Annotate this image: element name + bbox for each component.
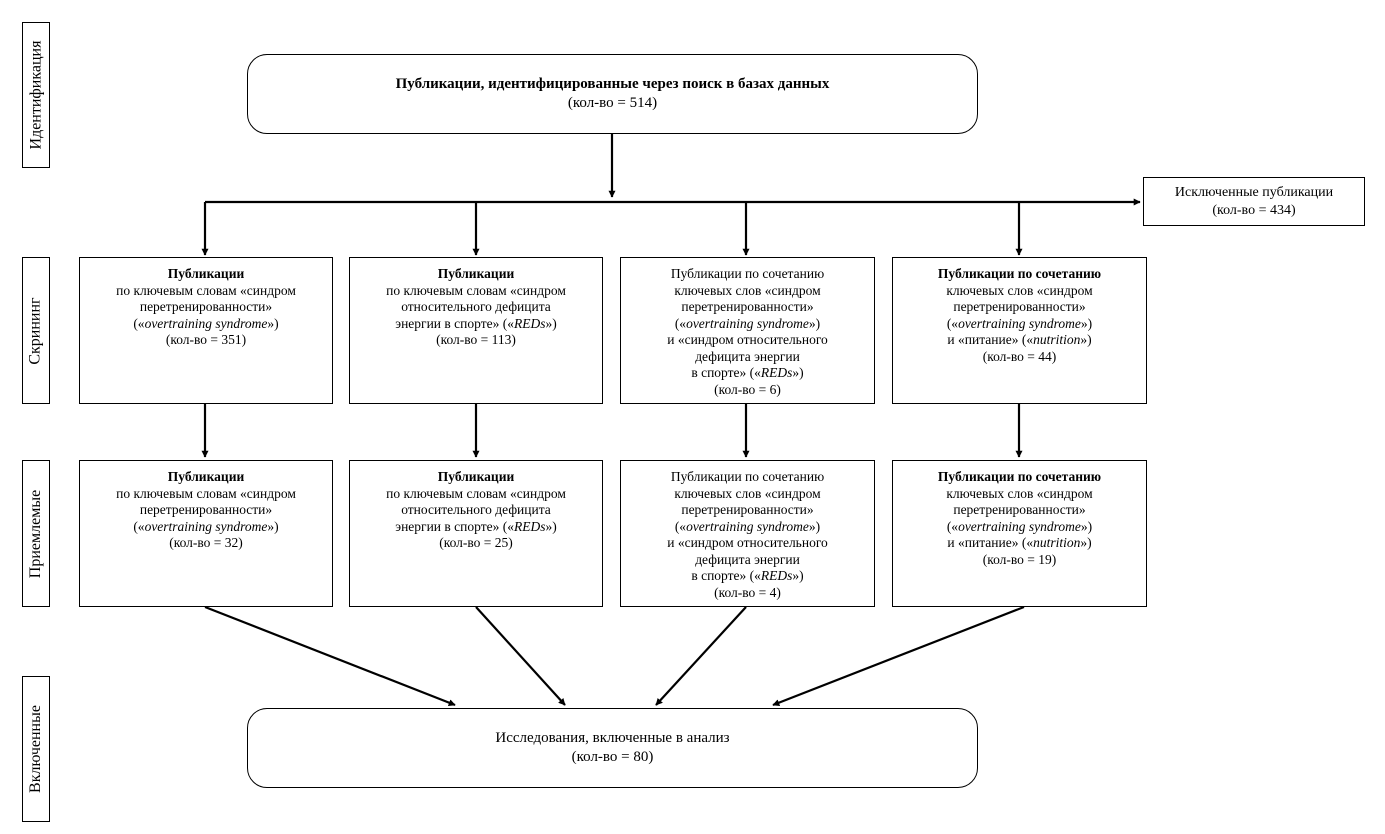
screening-count-3: (кол-во = 6) <box>714 381 781 397</box>
arrow-eligible-4-to-included <box>772 605 1025 707</box>
screening-box-overtraining-nutrition: Публикации по сочетанию ключевых слов «с… <box>892 257 1147 404</box>
included-studies-box: Исследования, включенные в анализ (кол-в… <box>247 708 978 788</box>
eligible-count-2: (кол-во = 25) <box>439 535 513 550</box>
phase-label-eligible: Приемлемые <box>22 460 50 607</box>
screening-box-overtraining: Публикации по ключевым словам «синдром п… <box>79 257 333 404</box>
screening-box-reds: Публикации по ключевым словам «синдром о… <box>349 257 603 404</box>
phase-label-included: Включенные <box>22 676 50 822</box>
eligible-count-4: (кол-во = 19) <box>982 551 1057 567</box>
identified-count: (кол-во = 514) <box>567 95 658 111</box>
arrow-eligible-3-to-included <box>655 606 747 706</box>
included-title: Исследования, включенные в анализ <box>495 730 730 746</box>
screening-count-2: (кол-во = 113) <box>436 332 516 347</box>
arrow-eligible-2-to-included <box>475 606 566 706</box>
eligible-count-1: (кол-во = 32) <box>169 535 243 550</box>
eligible-box-reds: Публикации по ключевым словам «синдром о… <box>349 460 603 607</box>
eligible-count-3: (кол-во = 4) <box>714 584 781 600</box>
excluded-records-box: Исключенные публикации (кол-во = 434) <box>1143 177 1365 226</box>
screening-count-4: (кол-во = 44) <box>982 348 1057 364</box>
screening-count-1: (кол-во = 351) <box>165 332 247 347</box>
phase-label-screening: Скрининг <box>22 257 50 404</box>
arrow-eligible-1-to-included <box>204 605 456 707</box>
eligible-box-overtraining-nutrition: Публикации по сочетанию ключевых слов «с… <box>892 460 1147 607</box>
included-count: (кол-во = 80) <box>571 749 654 765</box>
screening-box-overtraining-reds: Публикации по сочетанию ключевых слов «с… <box>620 257 875 404</box>
phase-label-identification: Идентификация <box>22 22 50 168</box>
excluded-count: (кол-во = 434) <box>1212 202 1296 218</box>
excluded-title: Исключенные публикации <box>1174 184 1334 200</box>
identified-title: Публикации, идентифицированные через пои… <box>395 76 830 92</box>
identified-records-box: Публикации, идентифицированные через пои… <box>247 54 978 134</box>
eligible-box-overtraining: Публикации по ключевым словам «синдром п… <box>79 460 333 607</box>
eligible-box-overtraining-reds: Публикации по сочетанию ключевых слов «с… <box>620 460 875 607</box>
